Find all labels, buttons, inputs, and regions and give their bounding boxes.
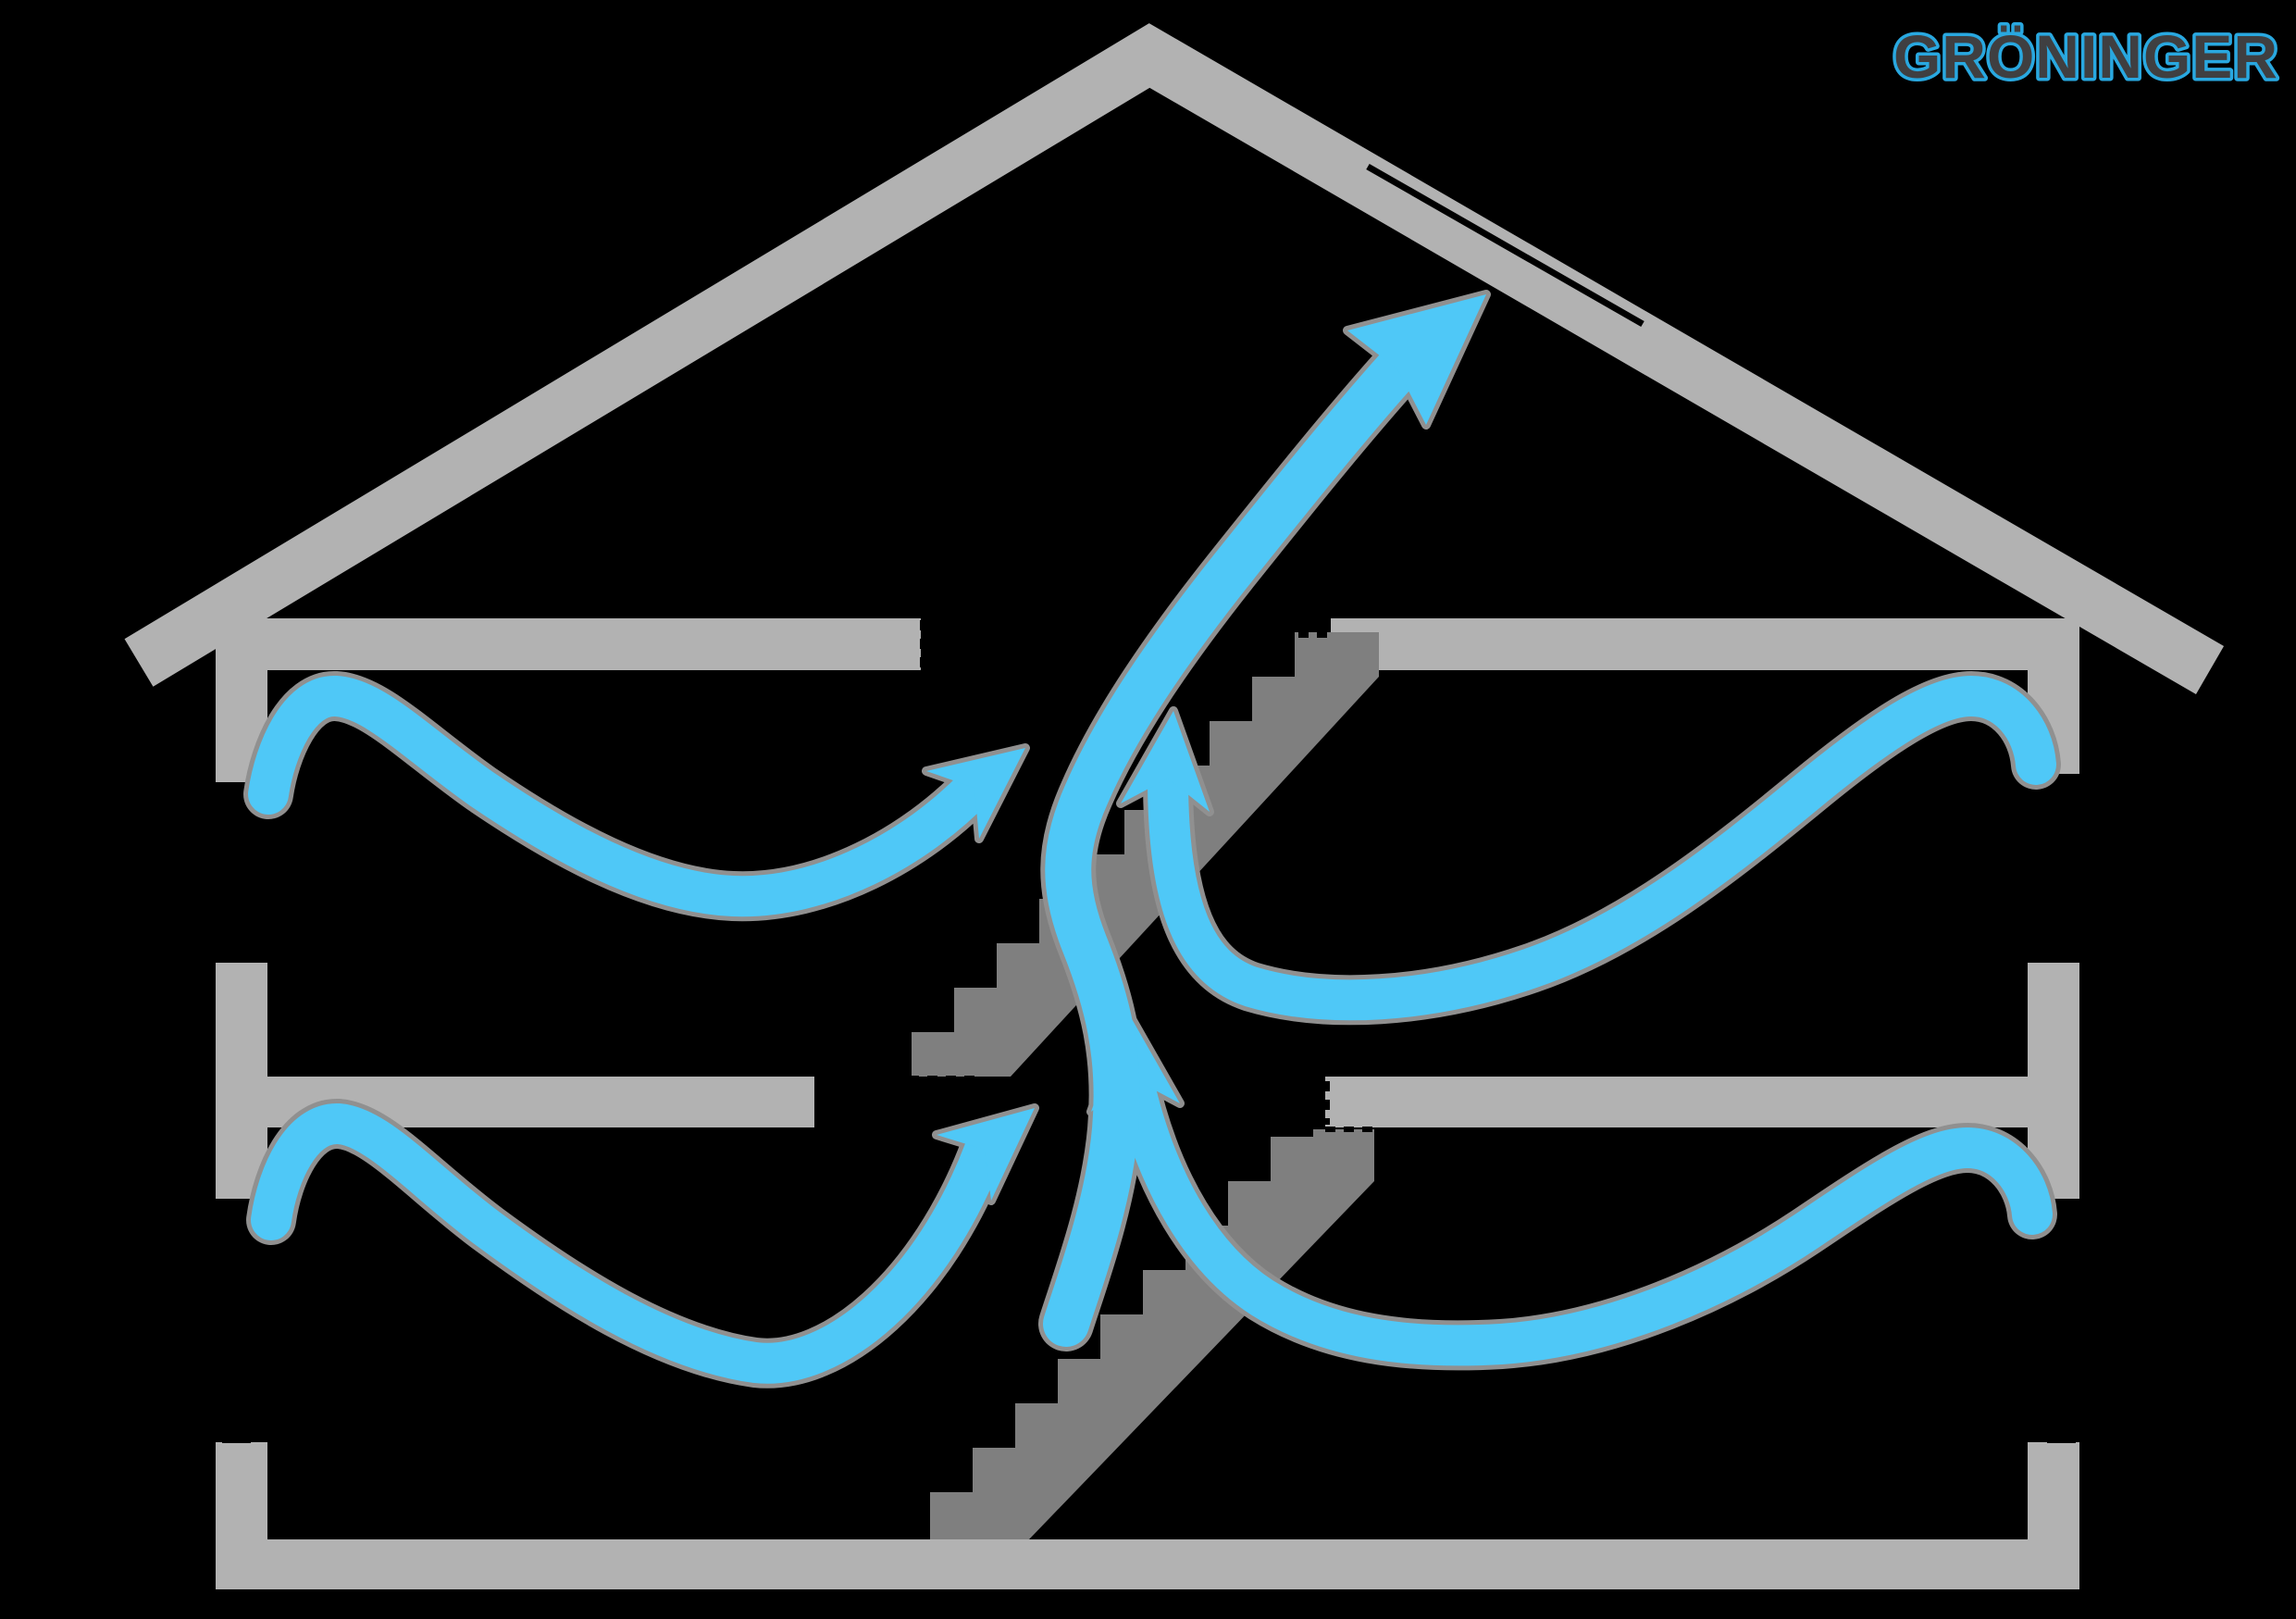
tick-lower-right-bottom <box>2047 1435 2076 1443</box>
roof-outline <box>124 23 2225 694</box>
roof <box>124 23 2225 694</box>
airflow-arrowhead-main-exhaust <box>1347 294 1486 425</box>
left-wall-lower <box>216 1442 267 1589</box>
staircases <box>912 632 1379 1539</box>
tick-lower-left-bottom <box>222 1435 251 1443</box>
mid-floor-slab-right <box>1325 1077 2079 1127</box>
left-wall-middle <box>216 963 267 1199</box>
upper-floor-slab-right <box>1331 618 2079 670</box>
tick-upper-left-bottom <box>222 952 251 960</box>
airflow-arrow-lower-left <box>251 1103 1005 1384</box>
roof-vent-line <box>1366 163 1644 328</box>
airflow-arrowhead-upper-right <box>1121 711 1210 812</box>
airflow-arrow-upper-left <box>248 676 995 917</box>
airflow-arrow-lower-right <box>1112 1058 2053 1366</box>
upper-floor-slab-left <box>216 618 921 670</box>
tick-lower-left-top <box>222 1201 251 1209</box>
right-wall-lower <box>2028 1442 2079 1589</box>
tick-upper-right-top <box>2047 783 2076 791</box>
hidden-edge-dashes <box>816 620 1376 1132</box>
airflow-arrowhead-lower-left <box>937 1108 1035 1201</box>
ground-floor-slab <box>216 1539 2079 1589</box>
house-structure <box>216 618 2079 1589</box>
airflow-arrows <box>248 294 2056 1384</box>
upper-stair-flight <box>912 632 1379 1077</box>
lower-stair-flight <box>930 1129 1374 1539</box>
tick-upper-right-bottom <box>2047 952 2076 960</box>
airflow-arrow-upper-right <box>1148 675 2056 1021</box>
airflow-arrowhead-upper-left <box>926 748 1025 839</box>
logo: GRÖNINGER <box>1893 22 2278 91</box>
airflow-arrow-main-exhaust <box>1043 346 1421 1347</box>
window-opening-ticks <box>222 783 2076 1443</box>
tick-lower-right-top <box>2047 1201 2076 1209</box>
tick-upper-left-top <box>222 783 251 791</box>
